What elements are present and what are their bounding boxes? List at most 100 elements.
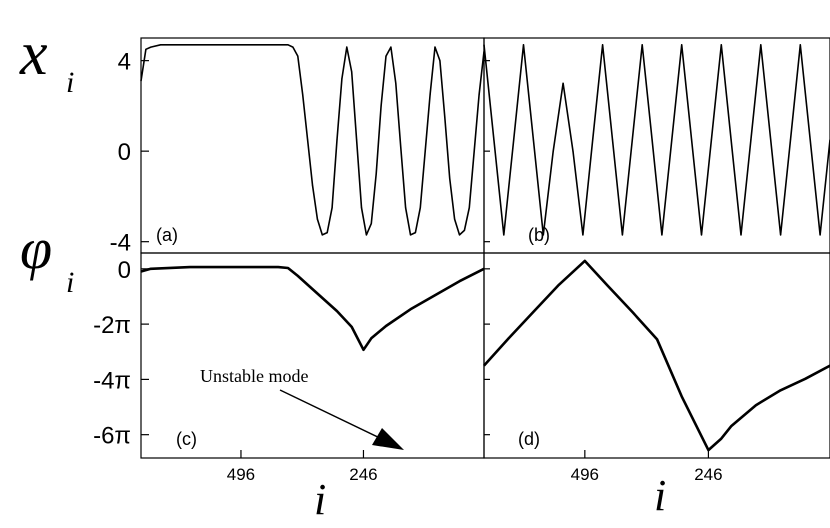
- data-point-a-12: [248, 44, 250, 46]
- data-point-a-29: [351, 71, 353, 73]
- series-line-panel-c: [140, 265, 485, 352]
- data-point-d-5: [607, 285, 609, 287]
- data-point-a-18: [297, 55, 299, 57]
- data-point-a-48: [444, 116, 446, 118]
- data-point-b-24: [720, 44, 722, 46]
- data-point-a-53: [468, 207, 470, 209]
- xlabel-i-right: i: [654, 471, 666, 520]
- data-point-a-11: [238, 44, 240, 46]
- data-point-a-2: [150, 46, 152, 48]
- data-point-d-14: [804, 378, 806, 380]
- data-point-a-21: [311, 184, 314, 186]
- data-point-a-36: [385, 55, 387, 57]
- data-point-d-10: [720, 438, 722, 440]
- series-line-panel-a: [140, 43, 485, 236]
- panel-label-b: (b): [528, 225, 550, 245]
- series-line-panel-b: [483, 43, 830, 236]
- ytick-label-c-2: -4π: [93, 367, 131, 394]
- data-point-c-13: [409, 308, 412, 310]
- data-point-b-27: [750, 139, 752, 141]
- data-point-b-25: [730, 139, 732, 141]
- data-point-c-15: [458, 280, 461, 282]
- data-point-a-47: [439, 60, 441, 62]
- panel-d-frame: [483, 252, 830, 459]
- data-point-b-32: [799, 44, 801, 46]
- data-point-b-26: [740, 234, 742, 236]
- ylabel-x-symbol: x: [19, 20, 48, 88]
- data-point-a-15: [277, 44, 279, 46]
- data-point-a-25: [331, 207, 333, 209]
- data-point-d-13: [780, 389, 782, 391]
- data-point-a-27: [341, 78, 343, 80]
- data-point-b-13: [611, 139, 614, 141]
- data-point-b-34: [819, 234, 821, 236]
- data-point-a-31: [360, 207, 363, 209]
- series-line-panel-d: [483, 259, 830, 452]
- data-point-b-18: [661, 234, 663, 236]
- data-point-a-20: [307, 139, 309, 141]
- data-point-d-4: [584, 260, 586, 262]
- data-point-a-51: [458, 234, 461, 236]
- ytick-label-a-2: -4: [110, 230, 131, 257]
- data-point-a-3: [160, 44, 162, 46]
- data-point-b-15: [631, 139, 633, 141]
- ytick-label-c-0: 0: [118, 257, 131, 284]
- data-point-a-10: [228, 44, 230, 46]
- data-point-c-8: [336, 310, 338, 312]
- data-point-b-12: [602, 44, 604, 46]
- data-point-a-5: [179, 44, 181, 46]
- data-point-c-3: [238, 266, 240, 268]
- data-point-c-6: [297, 275, 299, 277]
- unstable-mode-arrow-head: [372, 428, 404, 450]
- data-point-a-40: [405, 207, 407, 209]
- data-point-c-16: [483, 268, 485, 270]
- data-point-a-49: [449, 177, 451, 179]
- data-point-a-39: [400, 146, 402, 148]
- data-point-b-23: [710, 139, 713, 141]
- ylabel-phi-symbol: φ: [20, 216, 52, 281]
- data-point-a-34: [375, 173, 377, 175]
- data-point-a-26: [336, 139, 338, 141]
- data-point-d-0: [483, 365, 485, 367]
- xtick-label-c-0: 496: [227, 465, 255, 484]
- data-point-c-9: [351, 326, 353, 328]
- data-point-b-8: [562, 82, 564, 84]
- data-point-b-29: [770, 139, 772, 141]
- xtick-label-c-1: 246: [349, 465, 377, 484]
- data-point-a-30: [356, 139, 358, 141]
- data-point-b-14: [621, 234, 624, 236]
- data-point-b-20: [681, 44, 683, 46]
- data-point-d-12: [755, 404, 757, 406]
- data-point-b-6: [542, 234, 544, 236]
- data-point-a-41: [409, 234, 412, 236]
- ylabel-phi-subscript: i: [66, 266, 74, 299]
- data-point-b-33: [809, 139, 811, 141]
- data-point-b-10: [582, 234, 584, 236]
- data-point-a-24: [326, 232, 328, 234]
- ytick-label-c-3: -6π: [93, 423, 131, 450]
- ylabel-x-subscript: i: [66, 66, 74, 99]
- data-point-a-42: [414, 232, 416, 234]
- data-point-c-12: [385, 325, 387, 327]
- data-point-a-8: [209, 44, 211, 46]
- data-point-b-21: [691, 139, 693, 141]
- data-point-a-46: [434, 46, 436, 48]
- data-point-a-37: [390, 46, 392, 48]
- data-point-d-8: [681, 395, 683, 397]
- panel-b-frame: [483, 37, 830, 254]
- data-point-b-22: [700, 234, 703, 236]
- data-point-c-5: [287, 267, 289, 269]
- panel-c-frame: [140, 252, 485, 459]
- panel-label-a: (a): [156, 225, 178, 245]
- data-point-a-28: [346, 46, 348, 48]
- data-point-a-43: [419, 207, 421, 209]
- data-point-a-14: [267, 44, 269, 46]
- ticks-layer: [141, 60, 710, 458]
- data-point-d-7: [656, 338, 658, 340]
- curves-layer: [140, 43, 830, 452]
- data-point-d-1: [508, 337, 510, 339]
- data-point-b-31: [789, 139, 792, 141]
- xtick-label-d-1: 246: [694, 465, 722, 484]
- data-point-b-1: [493, 139, 495, 141]
